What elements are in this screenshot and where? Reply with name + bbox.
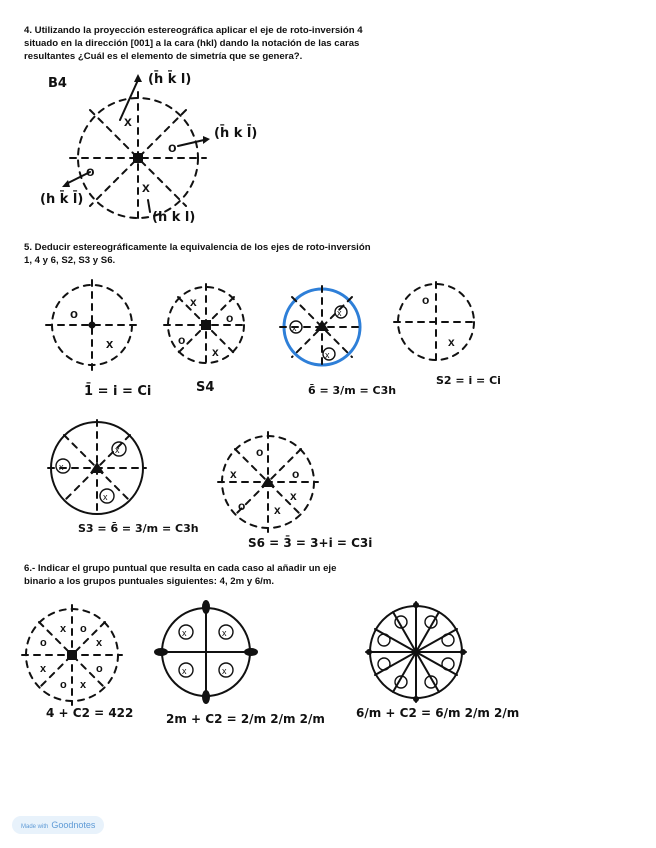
svg-text:x: x bbox=[40, 663, 47, 675]
svg-text:o: o bbox=[178, 333, 185, 347]
svg-text:x: x bbox=[337, 308, 342, 318]
svg-text:x: x bbox=[448, 335, 455, 349]
label-6mc2: 6/m + C2 = 6/m 2/m 2/m bbox=[356, 706, 519, 720]
svg-text:o: o bbox=[80, 623, 87, 635]
label-face-left: (h k̄ l̄) bbox=[40, 192, 83, 207]
svg-text:o: o bbox=[292, 467, 299, 481]
svg-text:x: x bbox=[290, 489, 297, 503]
goodnotes-label: Goodnotes bbox=[51, 820, 95, 830]
label-face-bottom: (h k l) bbox=[152, 210, 195, 225]
svg-text:x: x bbox=[182, 628, 187, 638]
svg-text:o: o bbox=[256, 445, 263, 459]
stereogram-6m2m2m bbox=[366, 602, 466, 702]
svg-text:o: o bbox=[168, 139, 177, 155]
svg-text:o: o bbox=[96, 663, 103, 675]
svg-text:x: x bbox=[222, 628, 227, 638]
svg-text:o: o bbox=[60, 679, 67, 691]
label-s6: S6 = 3̄ = 3+i = C3i bbox=[248, 536, 372, 550]
svg-text:x: x bbox=[60, 623, 67, 635]
stereogram-s4: x o o x bbox=[164, 284, 248, 366]
stereogram-b4: x o o x bbox=[62, 74, 210, 224]
svg-text:x: x bbox=[106, 336, 114, 351]
stereogram-s3: x x x bbox=[48, 420, 146, 516]
svg-text:x: x bbox=[222, 666, 227, 676]
svg-text:x: x bbox=[230, 467, 237, 481]
label-6bar: 6̄ = 3/m = C3h bbox=[308, 384, 396, 397]
label-s2: S2 = i = Ci bbox=[436, 374, 501, 387]
svg-text:x: x bbox=[124, 113, 132, 129]
stereogram-s2: o x bbox=[394, 282, 478, 364]
label-s3: S3 = 6̄ = 3/m = C3h bbox=[78, 522, 199, 535]
svg-text:x: x bbox=[182, 666, 187, 676]
label-s4: S4 bbox=[196, 380, 214, 395]
label-face-right: (h̄ k l̄) bbox=[214, 126, 257, 141]
label-2mc2: 2m + C2 = 2/m 2/m 2/m bbox=[166, 712, 325, 726]
label-face-top: (h̄ k̄ l) bbox=[148, 72, 191, 87]
label-1bar: 1̄ = i = Ci bbox=[84, 384, 151, 399]
svg-text:x: x bbox=[103, 492, 108, 502]
stereogram-s6: o x o o x x bbox=[218, 432, 318, 532]
svg-text:x: x bbox=[96, 637, 103, 649]
svg-text:x: x bbox=[80, 679, 87, 691]
made-with-label: Made with bbox=[21, 824, 48, 830]
svg-text:o: o bbox=[422, 293, 429, 307]
label-b4: B4 bbox=[48, 76, 67, 91]
svg-text:o: o bbox=[70, 306, 78, 321]
svg-text:x: x bbox=[212, 345, 219, 359]
stereogram-2m2m2m: x x x x bbox=[154, 600, 258, 704]
svg-text:x: x bbox=[190, 295, 197, 309]
svg-text:o: o bbox=[40, 637, 47, 649]
svg-text:x: x bbox=[274, 503, 281, 517]
svg-text:x: x bbox=[325, 350, 330, 360]
svg-text:o: o bbox=[238, 499, 245, 513]
svg-text:x: x bbox=[292, 323, 297, 333]
svg-text:o: o bbox=[86, 163, 95, 179]
svg-text:o: o bbox=[226, 311, 233, 325]
label-4c2: 4 + C2 = 422 bbox=[46, 706, 133, 720]
stereogram-422: x o o x x o o x bbox=[22, 605, 122, 705]
svg-text:x: x bbox=[115, 445, 120, 455]
svg-text:x: x bbox=[59, 462, 64, 472]
svg-text:x: x bbox=[142, 179, 150, 195]
stereogram-6bar: x x x bbox=[280, 286, 364, 368]
stereogram-1bar: o x bbox=[46, 280, 138, 370]
